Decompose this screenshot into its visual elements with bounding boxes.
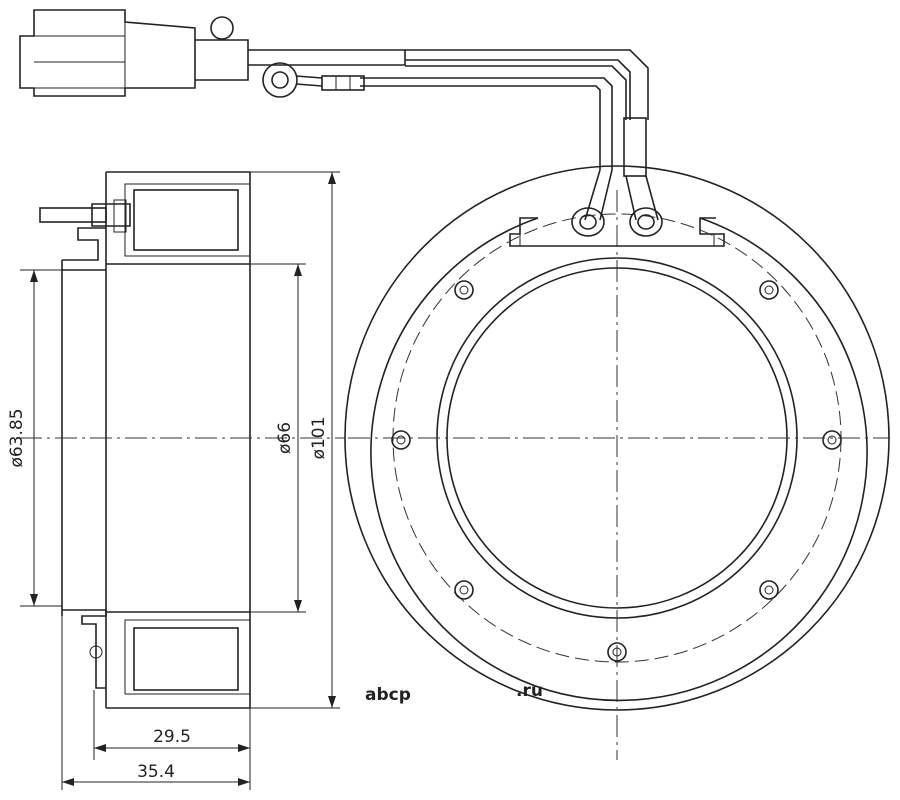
dimension-label-d63-85: ø63.85 (7, 408, 27, 467)
dimension-label-35-4: 35.4 (137, 762, 175, 782)
mounting-hole-left (391, 430, 411, 450)
side-section-view (20, 171, 345, 709)
mounting-hole-bottom-right (759, 580, 779, 600)
wire-grommet-right (629, 207, 663, 237)
mounting-hole-top-left (454, 280, 474, 300)
connector-assembly (19, 9, 659, 221)
mounting-hole-bottom-left (454, 580, 474, 600)
dimension-label-29-5: 29.5 (153, 727, 191, 747)
wire-grommet-left (571, 207, 605, 237)
front-view (344, 165, 890, 760)
dimension-label-d66: ø66 (275, 422, 295, 454)
mounting-hole-top-right (759, 280, 779, 300)
watermark-suffix: .ru (516, 681, 543, 701)
dimension-label-d101: ø101 (309, 417, 329, 460)
dimension-lines (20, 171, 340, 790)
mounting-hole-right (822, 430, 842, 450)
watermark-brand: abcp (365, 685, 411, 705)
mounting-hole-bottom (607, 642, 627, 662)
abcp-watermark-logo: abcp .ru (365, 681, 543, 705)
